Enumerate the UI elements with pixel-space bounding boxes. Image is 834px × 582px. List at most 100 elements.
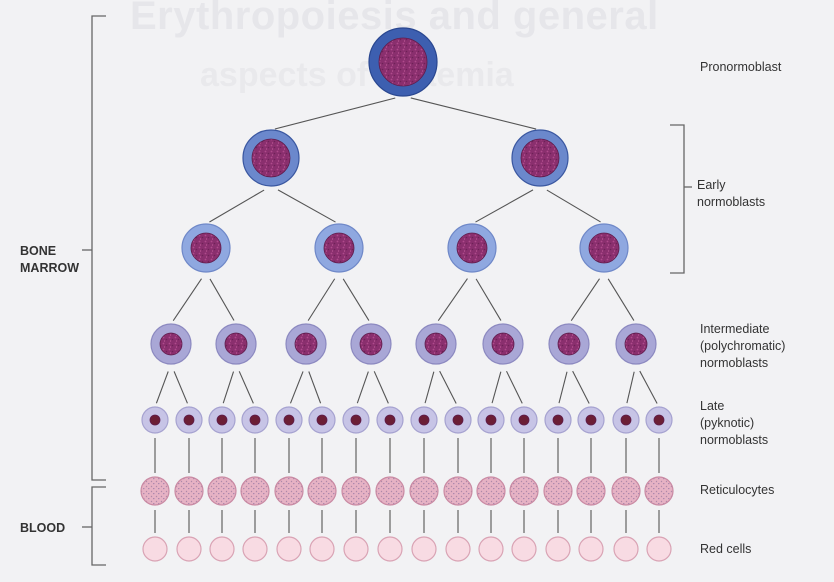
cell-early-1-1	[243, 130, 299, 186]
cytoplasm	[479, 537, 503, 561]
lineage-line-late-6	[309, 371, 321, 403]
nucleus	[625, 333, 647, 355]
lineage-line-late-3	[223, 372, 233, 404]
cell-late-4	[242, 407, 268, 433]
nucleus	[519, 415, 529, 425]
cell-red-cells-11	[479, 537, 503, 561]
cell-intermediate-7	[549, 324, 589, 364]
lineage-line-late-5	[290, 371, 303, 403]
blood-bracket	[92, 487, 106, 565]
cytoplasm	[614, 537, 638, 561]
cell-red-cells-9	[412, 537, 436, 561]
lineage-line-early_1-1	[275, 98, 395, 129]
cytoplasm	[208, 477, 236, 505]
cell-late-16	[646, 407, 672, 433]
cell-reticulocytes-4	[241, 477, 269, 505]
nucleus	[492, 333, 514, 355]
cell-late-2	[176, 407, 202, 433]
nucleus	[150, 415, 160, 425]
lineage-line-intermediate-3	[308, 279, 335, 321]
cytoplasm	[277, 537, 301, 561]
cell-red-cells-4	[243, 537, 267, 561]
early-normoblasts-bracket	[670, 125, 684, 273]
nucleus	[379, 38, 427, 86]
nucleus	[586, 415, 596, 425]
cell-reticulocytes-14	[577, 477, 605, 505]
cell-red-cells-15	[614, 537, 638, 561]
cell-reticulocytes-9	[410, 477, 438, 505]
cell-intermediate-5	[416, 324, 456, 364]
nucleus	[284, 415, 294, 425]
cytoplasm	[579, 537, 603, 561]
lineage-line-early_2-2	[278, 190, 336, 222]
cell-intermediate-3	[286, 324, 326, 364]
cytoplasm	[141, 477, 169, 505]
nucleus	[385, 415, 395, 425]
nucleus	[217, 415, 227, 425]
cell-intermediate-4	[351, 324, 391, 364]
cytoplasm	[308, 477, 336, 505]
cell-early-2-1	[182, 224, 230, 272]
cytoplasm	[175, 477, 203, 505]
cytoplasm	[546, 537, 570, 561]
nucleus	[250, 415, 260, 425]
cytoplasm	[544, 477, 572, 505]
cell-late-7	[343, 407, 369, 433]
nucleus	[621, 415, 631, 425]
nucleus	[184, 415, 194, 425]
lineage-line-late-2	[174, 371, 187, 403]
nucleus	[191, 233, 221, 263]
cell-red-cells-16	[647, 537, 671, 561]
cytoplasm	[177, 537, 201, 561]
cell-red-cells-14	[579, 537, 603, 561]
cytoplasm	[510, 477, 538, 505]
cell-reticulocytes-10	[444, 477, 472, 505]
nucleus	[324, 233, 354, 263]
cytoplasm	[342, 477, 370, 505]
cell-late-9	[411, 407, 437, 433]
cell-late-14	[578, 407, 604, 433]
nucleus	[252, 139, 290, 177]
lineage-line-late-9	[425, 372, 434, 403]
cell-late-3	[209, 407, 235, 433]
cell-red-cells-13	[546, 537, 570, 561]
cell-reticulocytes-1	[141, 477, 169, 505]
cell-red-cells-7	[344, 537, 368, 561]
cell-reticulocytes-15	[612, 477, 640, 505]
lineage-line-late-1	[156, 371, 168, 403]
label-pronormoblast: Pronormoblast	[700, 59, 781, 76]
cell-red-cells-3	[210, 537, 234, 561]
lineage-line-late-4	[239, 371, 253, 403]
label-late-normoblasts: Late (pyknotic) normoblasts	[700, 398, 768, 449]
cytoplasm	[645, 477, 673, 505]
cell-late-5	[276, 407, 302, 433]
lineage-line-intermediate-4	[343, 279, 369, 321]
cell-reticulocytes-8	[376, 477, 404, 505]
bone-marrow-bracket	[92, 16, 106, 480]
cytoplasm	[143, 537, 167, 561]
label-blood: BLOOD	[20, 520, 65, 537]
cytoplasm	[376, 477, 404, 505]
lineage-line-early_2-4	[547, 190, 601, 222]
lineage-line-late-16	[640, 371, 657, 403]
cytoplasm	[647, 537, 671, 561]
cell-late-13	[545, 407, 571, 433]
label-reticulocytes: Reticulocytes	[700, 482, 774, 499]
cytoplasm	[378, 537, 402, 561]
label-early-normoblasts: Early normoblasts	[697, 177, 765, 211]
lineage-line-early_2-1	[209, 190, 264, 222]
nucleus	[589, 233, 619, 263]
nucleus	[225, 333, 247, 355]
lineage-lines	[155, 98, 659, 533]
label-red-cells: Red cells	[700, 541, 751, 558]
cell-red-cells-5	[277, 537, 301, 561]
nucleus	[457, 233, 487, 263]
cytoplasm	[412, 537, 436, 561]
nucleus	[360, 333, 382, 355]
cytoplasm	[512, 537, 536, 561]
nucleus	[425, 333, 447, 355]
cytoplasm	[612, 477, 640, 505]
cell-late-6	[309, 407, 335, 433]
nucleus	[521, 139, 559, 177]
cell-reticulocytes-7	[342, 477, 370, 505]
